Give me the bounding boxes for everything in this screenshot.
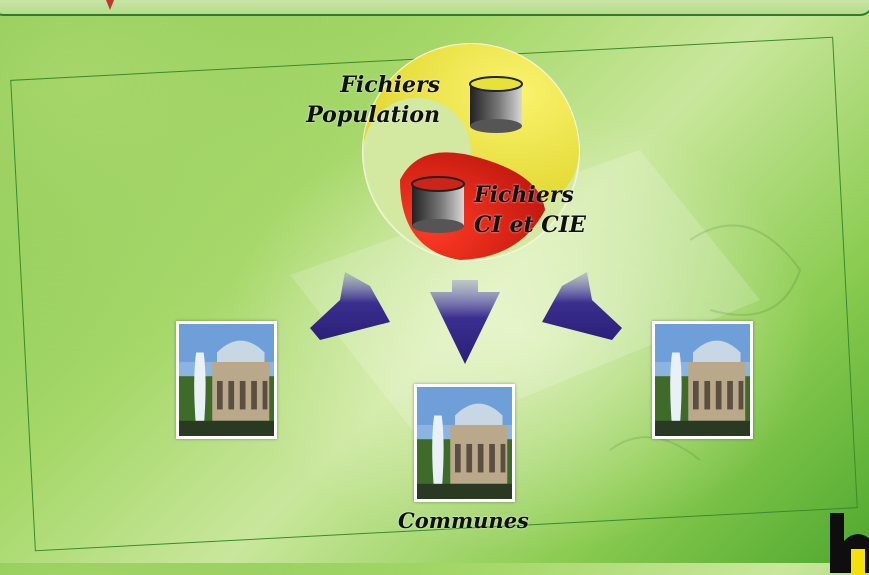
communes-label: Communes bbox=[398, 508, 529, 533]
ci-label-line2: CI et CIE bbox=[474, 212, 586, 238]
top-banner bbox=[0, 0, 869, 16]
population-label-line2: Population bbox=[306, 102, 440, 128]
building-photo-icon bbox=[417, 387, 512, 499]
top-marker bbox=[106, 0, 114, 10]
commune-photo-right bbox=[652, 321, 753, 439]
ci-label-line1: Fichiers bbox=[474, 182, 574, 208]
population-label-line1: Fichiers bbox=[340, 72, 440, 98]
commune-photo-left bbox=[176, 321, 277, 439]
population-label: Fichiers Population bbox=[298, 70, 440, 130]
building-photo-icon bbox=[655, 324, 750, 436]
commune-photo-center bbox=[414, 384, 515, 502]
ci-label: Fichiers CI et CIE bbox=[474, 180, 624, 240]
corner-logo-icon bbox=[830, 513, 869, 575]
building-photo-icon bbox=[179, 324, 274, 436]
